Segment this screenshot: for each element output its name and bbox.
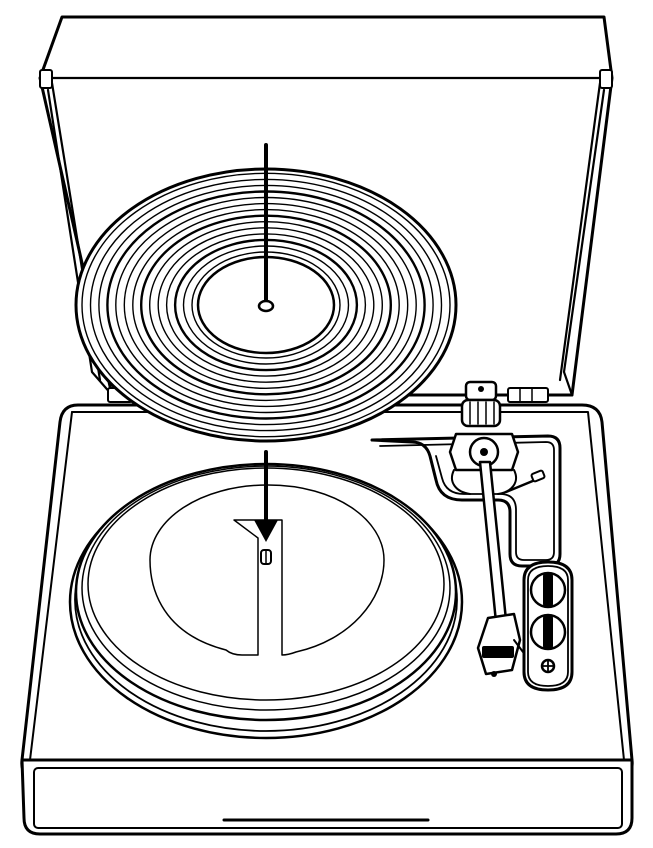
platter[interactable] [68, 462, 464, 740]
record-center-hole [257, 299, 275, 313]
tonearm[interactable] [448, 380, 546, 677]
tonearm-counterweight [460, 380, 502, 428]
placement-arrow [254, 143, 278, 542]
base-front-panel [20, 758, 634, 836]
lid-hinge-right [507, 69, 613, 403]
headshell-cartridge [476, 612, 527, 677]
arrow-down-icon [254, 520, 278, 542]
headphone-jack[interactable] [540, 658, 556, 674]
speed-selector-knob[interactable] [529, 571, 567, 609]
platter-mat-outline [149, 484, 385, 656]
arm-lift-lever[interactable] [504, 469, 546, 494]
vinyl-record[interactable] [74, 167, 458, 443]
spindle [260, 549, 272, 565]
tonearm-pivot [448, 432, 520, 495]
volume-knob[interactable] [529, 613, 567, 651]
